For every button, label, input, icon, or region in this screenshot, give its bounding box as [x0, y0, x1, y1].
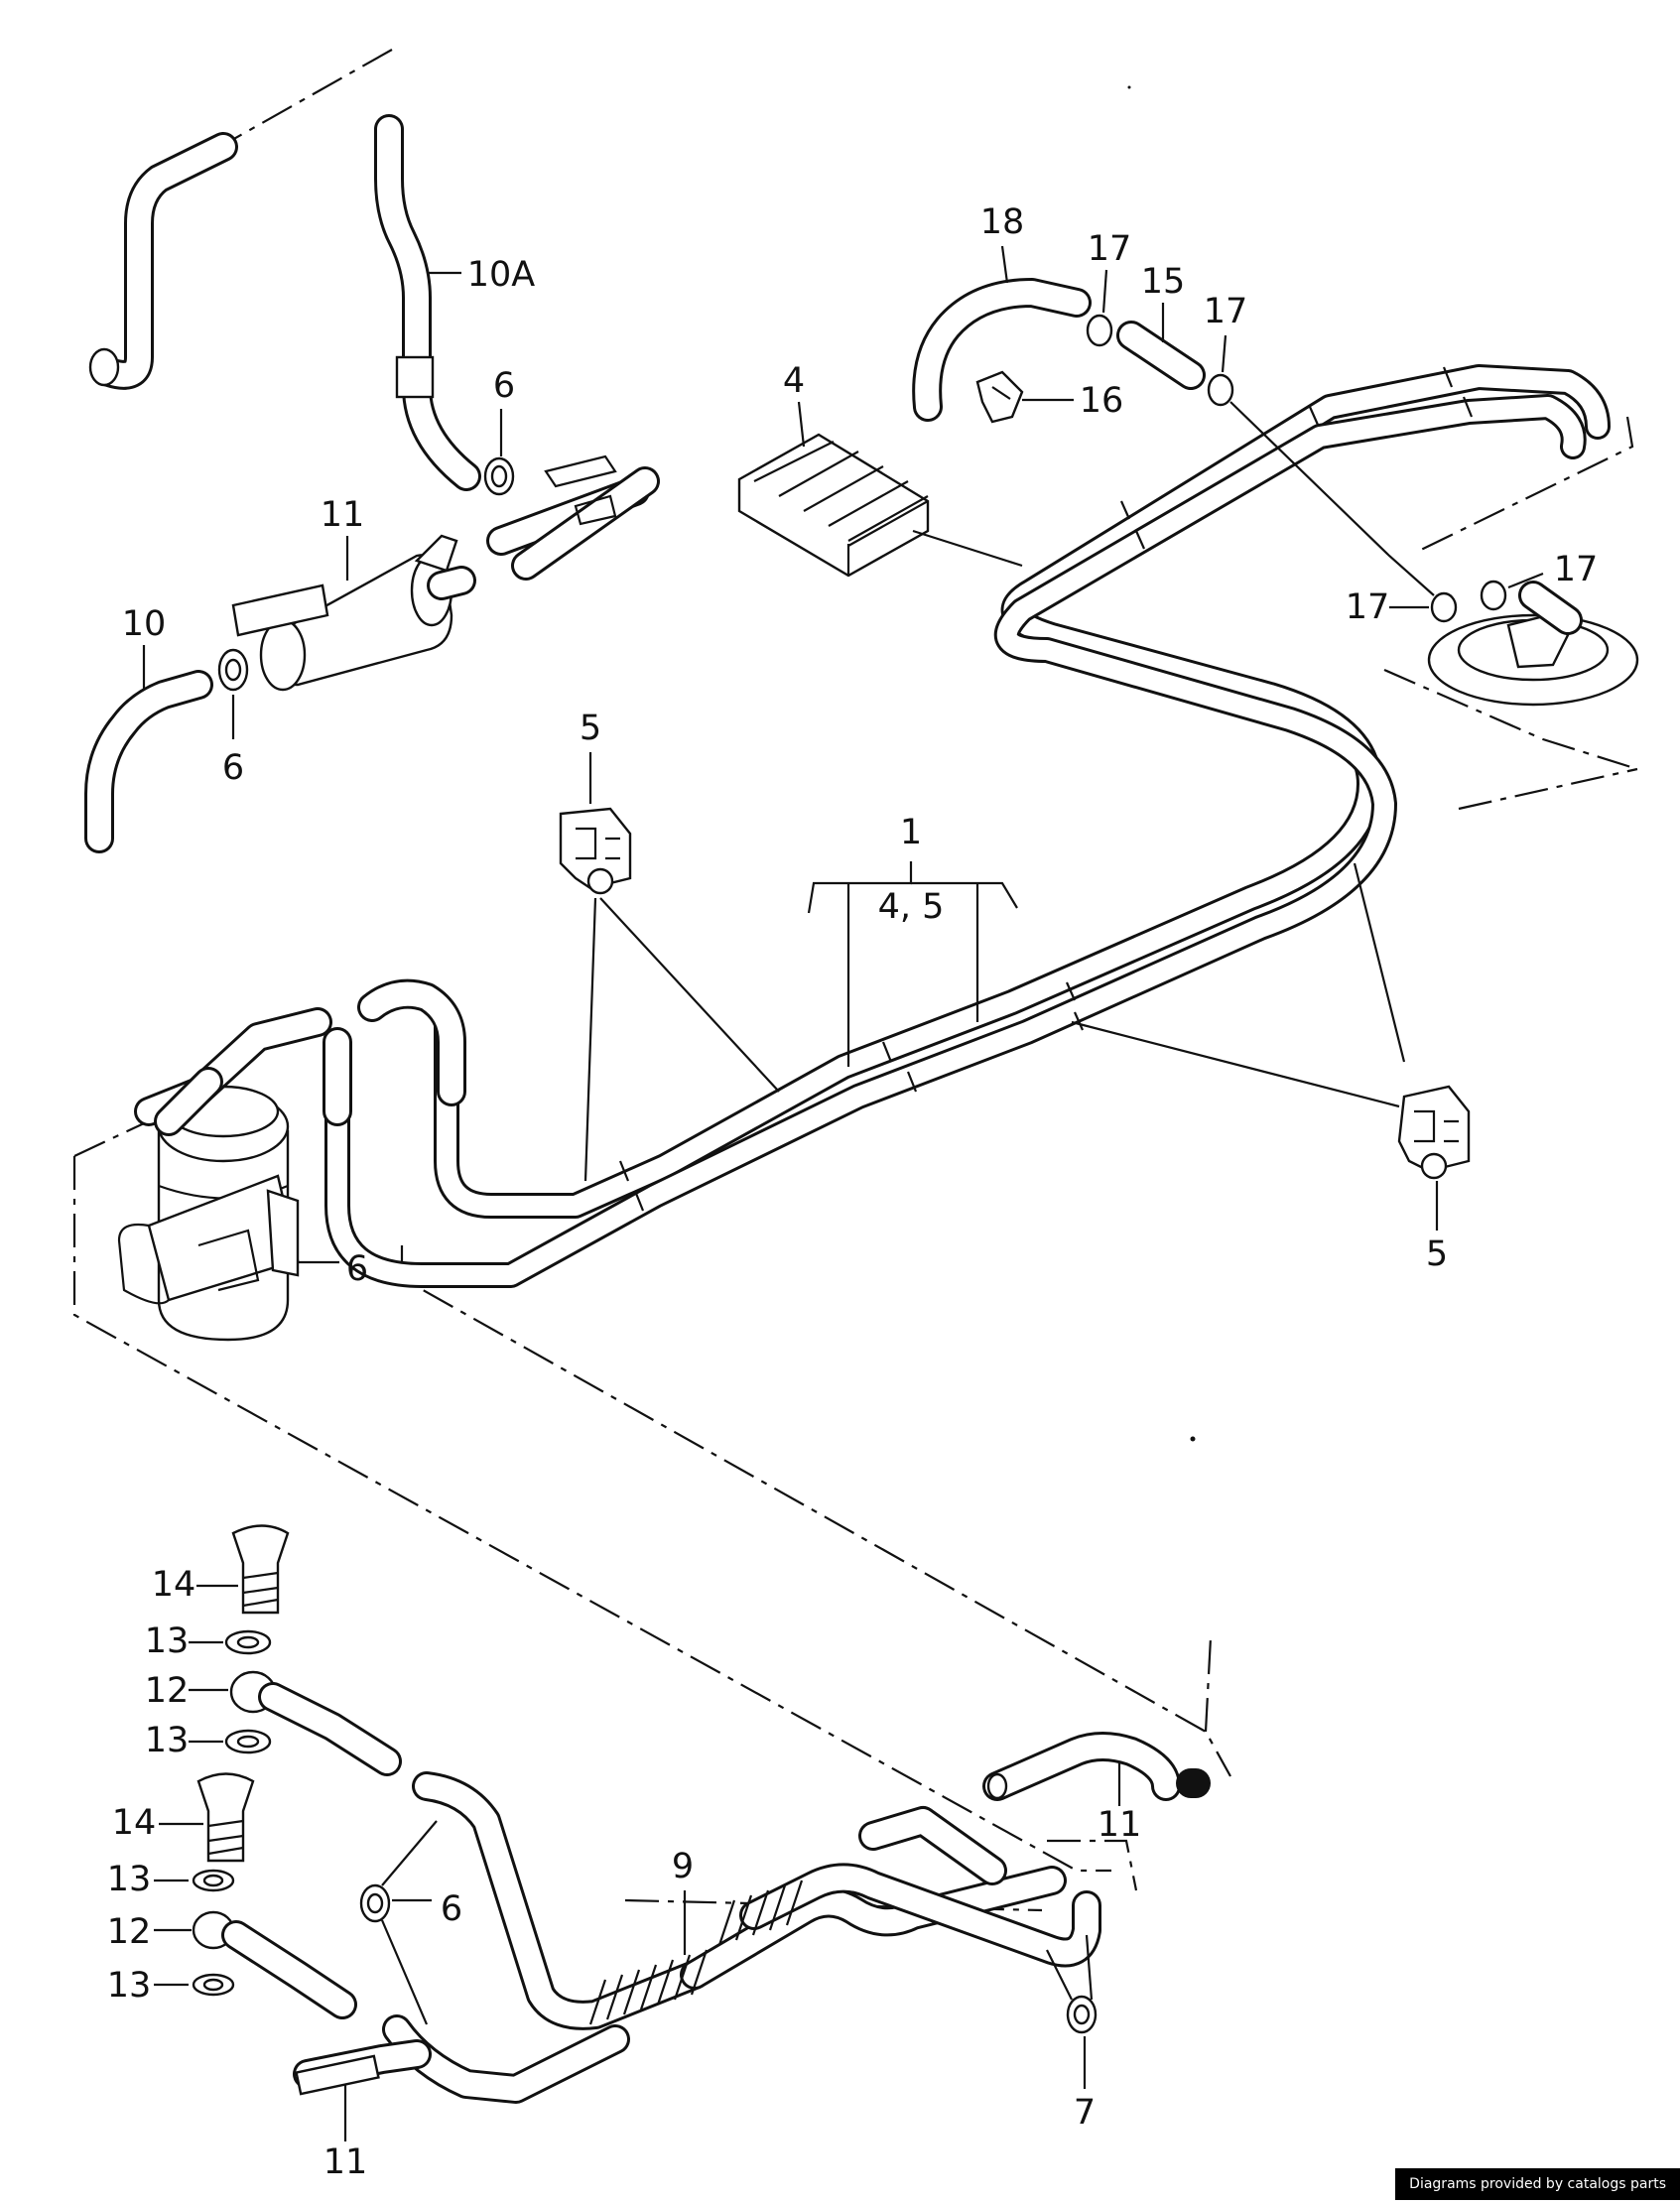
- callout-12-lower: 12: [107, 1912, 152, 1952]
- callout-15: 15: [1141, 262, 1186, 302]
- clip-5-right: 5: [1071, 862, 1471, 1274]
- hose-clamp-17-b: 17: [1204, 292, 1435, 596]
- callout-5-upper: 5: [580, 709, 601, 748]
- callout-7: 6: [346, 1249, 368, 1289]
- callout-17-d: 17: [1554, 550, 1599, 589]
- callout-12-upper: 12: [145, 1671, 190, 1711]
- hose-18: 18: [912, 202, 1092, 422]
- callout-6-lower-left: 6: [441, 1889, 462, 1929]
- callout-6-left: 6: [222, 748, 244, 788]
- hose-8: 10: [84, 604, 213, 853]
- hose-clamp-6-lower-left: 6: [359, 1820, 462, 2025]
- connector-pipes-top: [486, 454, 660, 581]
- callout-6-top: 6: [493, 366, 515, 406]
- callout-11-bottom: 11: [323, 2142, 368, 2182]
- hose-clamp-17-c: 17: [1346, 587, 1458, 627]
- callout-6-lower-right: 7: [1074, 2093, 1096, 2133]
- callout-17-b: 17: [1204, 292, 1248, 331]
- callout-5-right: 5: [1426, 1234, 1448, 1274]
- fuel-line-assembly: [324, 364, 1611, 1288]
- pipe-holder-4: 4: [737, 361, 1023, 578]
- hose-clamp-6-lower-right: 7: [1046, 1934, 1098, 2133]
- callout-17-a: 17: [1088, 229, 1132, 269]
- callout-17-c: 17: [1346, 587, 1390, 627]
- callout-11-right: 11: [1098, 1805, 1142, 1845]
- callout-4: 4: [783, 361, 805, 401]
- hose-15: 15: [1116, 262, 1206, 390]
- hose-clamp-17-d: 17: [1480, 550, 1599, 611]
- callout-13-c: 13: [107, 1860, 152, 1899]
- callout-10A: 10A: [467, 255, 536, 295]
- banjo-assembly-upper: 14 13 12 13: [145, 1524, 402, 1776]
- callout-14-lower: 14: [112, 1803, 157, 1843]
- callout-1-sub: 4, 5: [878, 887, 945, 927]
- callout-16: 16: [1080, 381, 1124, 421]
- callout-13-b: 13: [145, 1721, 190, 1760]
- hose-clamp-6-left: 6: [217, 648, 249, 788]
- hose-clamp-17-a: 17: [1086, 229, 1132, 347]
- callout-13-a: 13: [145, 1621, 190, 1661]
- banjo-assembly-lower: 14 13 12 13: [107, 1772, 357, 2019]
- callout-10: 9: [672, 1847, 694, 1886]
- callout-14-upper: 14: [152, 1565, 196, 1605]
- return-line-loop: [323, 978, 466, 1126]
- credit-banner: Diagrams provided by catalogs parts: [1395, 2168, 1680, 2200]
- callout-1-bracket: 1 4, 5: [807, 813, 1018, 1067]
- callout-13-d: 13: [107, 1966, 152, 2006]
- hose-clamp-6-top: 6: [483, 366, 515, 496]
- fuel-filter: 6: [117, 1007, 368, 1342]
- callout-18: 18: [980, 202, 1025, 242]
- clip-5-upper: 5: [559, 709, 780, 1182]
- clip-16: 16: [975, 370, 1124, 424]
- callout-8: 10: [122, 604, 167, 644]
- lower-fuel-lines: 9 11 11: [293, 1732, 1211, 2182]
- canister-9: 11: [231, 495, 476, 692]
- hose-10A: 10A: [88, 114, 536, 491]
- callout-9: 11: [321, 495, 365, 535]
- fuel-sender-flange: [1427, 581, 1639, 707]
- callout-1: 1: [900, 813, 922, 852]
